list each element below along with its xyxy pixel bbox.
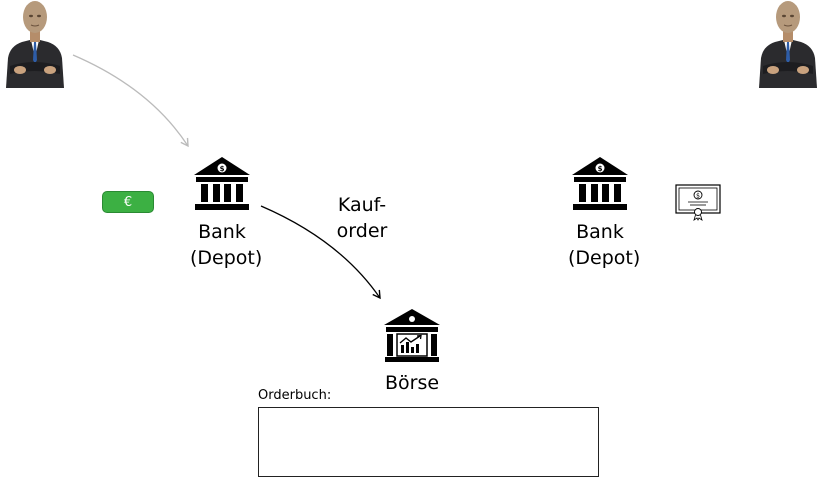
exchange-label: Börse	[384, 372, 440, 394]
euro-banknote: €	[102, 191, 154, 213]
share-certificate-icon: $	[675, 184, 721, 221]
person-arms-crossed-icon	[759, 1, 817, 88]
bank-icon: $	[572, 157, 628, 210]
bank-right-line1: Bank	[576, 221, 624, 243]
person-arms-crossed-icon	[6, 1, 64, 88]
bank-left-line2: (Depot)	[190, 247, 263, 269]
kauforder-line2: order	[336, 220, 388, 242]
kauforder-label: Kauf- order	[330, 192, 394, 244]
bank-right-icon-wrap: $	[570, 155, 630, 211]
bank-icon: $	[194, 157, 250, 210]
bank-left-icon-wrap: $	[192, 155, 252, 211]
svg-text:$: $	[696, 193, 700, 200]
euro-symbol: €	[123, 195, 133, 210]
kauforder-line1: Kauf-	[337, 194, 387, 216]
orderbook-label: Orderbuch:	[258, 388, 332, 403]
bank-left-line1: Bank	[198, 221, 246, 243]
bank-left-label: Bank (Depot)	[190, 219, 263, 271]
svg-text:$: $	[220, 165, 225, 173]
exchange-icon-wrap	[382, 307, 442, 363]
bank-right-label: Bank (Depot)	[568, 219, 641, 271]
seller-person	[757, 0, 819, 88]
orderbook-box	[258, 407, 599, 477]
certificate-wrap: $	[674, 183, 722, 221]
svg-text:$: $	[598, 165, 603, 173]
buyer-to-bank-arrow	[72, 54, 189, 148]
bank-right-line2: (Depot)	[568, 247, 641, 269]
kauforder-arrow	[260, 205, 381, 300]
buyer-person	[4, 0, 66, 88]
stock-exchange-icon	[384, 309, 440, 362]
